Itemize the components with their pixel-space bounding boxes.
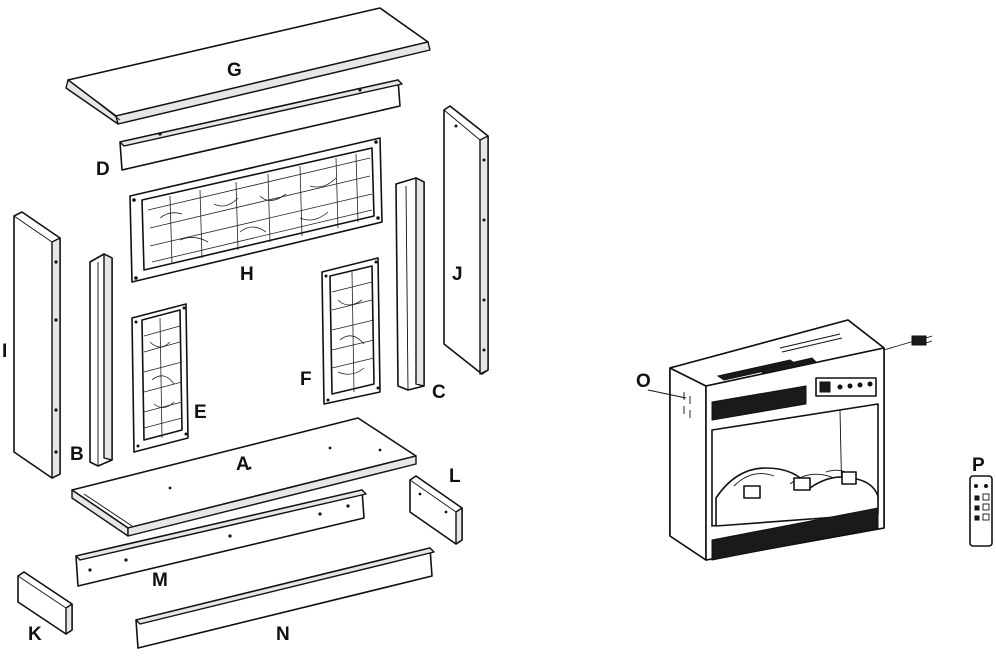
part-o-fireplace-insert — [647, 319, 933, 561]
label-h: H — [240, 264, 254, 285]
part-k-side-block — [17, 571, 73, 635]
part-j-right-side-panel — [443, 105, 489, 375]
part-h-stone-header-panel — [129, 137, 383, 283]
part-d-header-rail — [119, 79, 403, 171]
part-c-right-pilaster — [395, 177, 425, 391]
label-d: D — [96, 159, 110, 180]
label-o: O — [636, 371, 651, 392]
part-l-side-block — [409, 475, 463, 545]
label-p: P — [972, 455, 985, 476]
label-c: C — [432, 382, 446, 403]
label-n: N — [276, 624, 290, 645]
label-b: B — [70, 444, 84, 465]
label-j: J — [452, 264, 463, 285]
label-f: F — [300, 369, 312, 390]
label-k: K — [28, 624, 42, 645]
part-g-mantel-top — [65, 7, 431, 125]
part-f-right-stone-panel — [321, 257, 381, 405]
part-i-left-side-panel — [13, 211, 61, 479]
label-l: L — [449, 466, 461, 487]
part-a-base-top — [71, 417, 417, 537]
label-a: A — [236, 454, 250, 475]
part-b-left-pilaster — [89, 253, 113, 467]
label-g: G — [227, 60, 242, 81]
part-n-bottom-plinth — [135, 547, 435, 649]
label-m: M — [152, 570, 168, 591]
part-e-left-stone-panel — [131, 303, 189, 453]
label-i: I — [2, 341, 7, 362]
part-p-remote-control — [969, 475, 993, 547]
part-m-lower-front-rail — [75, 489, 367, 587]
label-e: E — [194, 402, 207, 423]
